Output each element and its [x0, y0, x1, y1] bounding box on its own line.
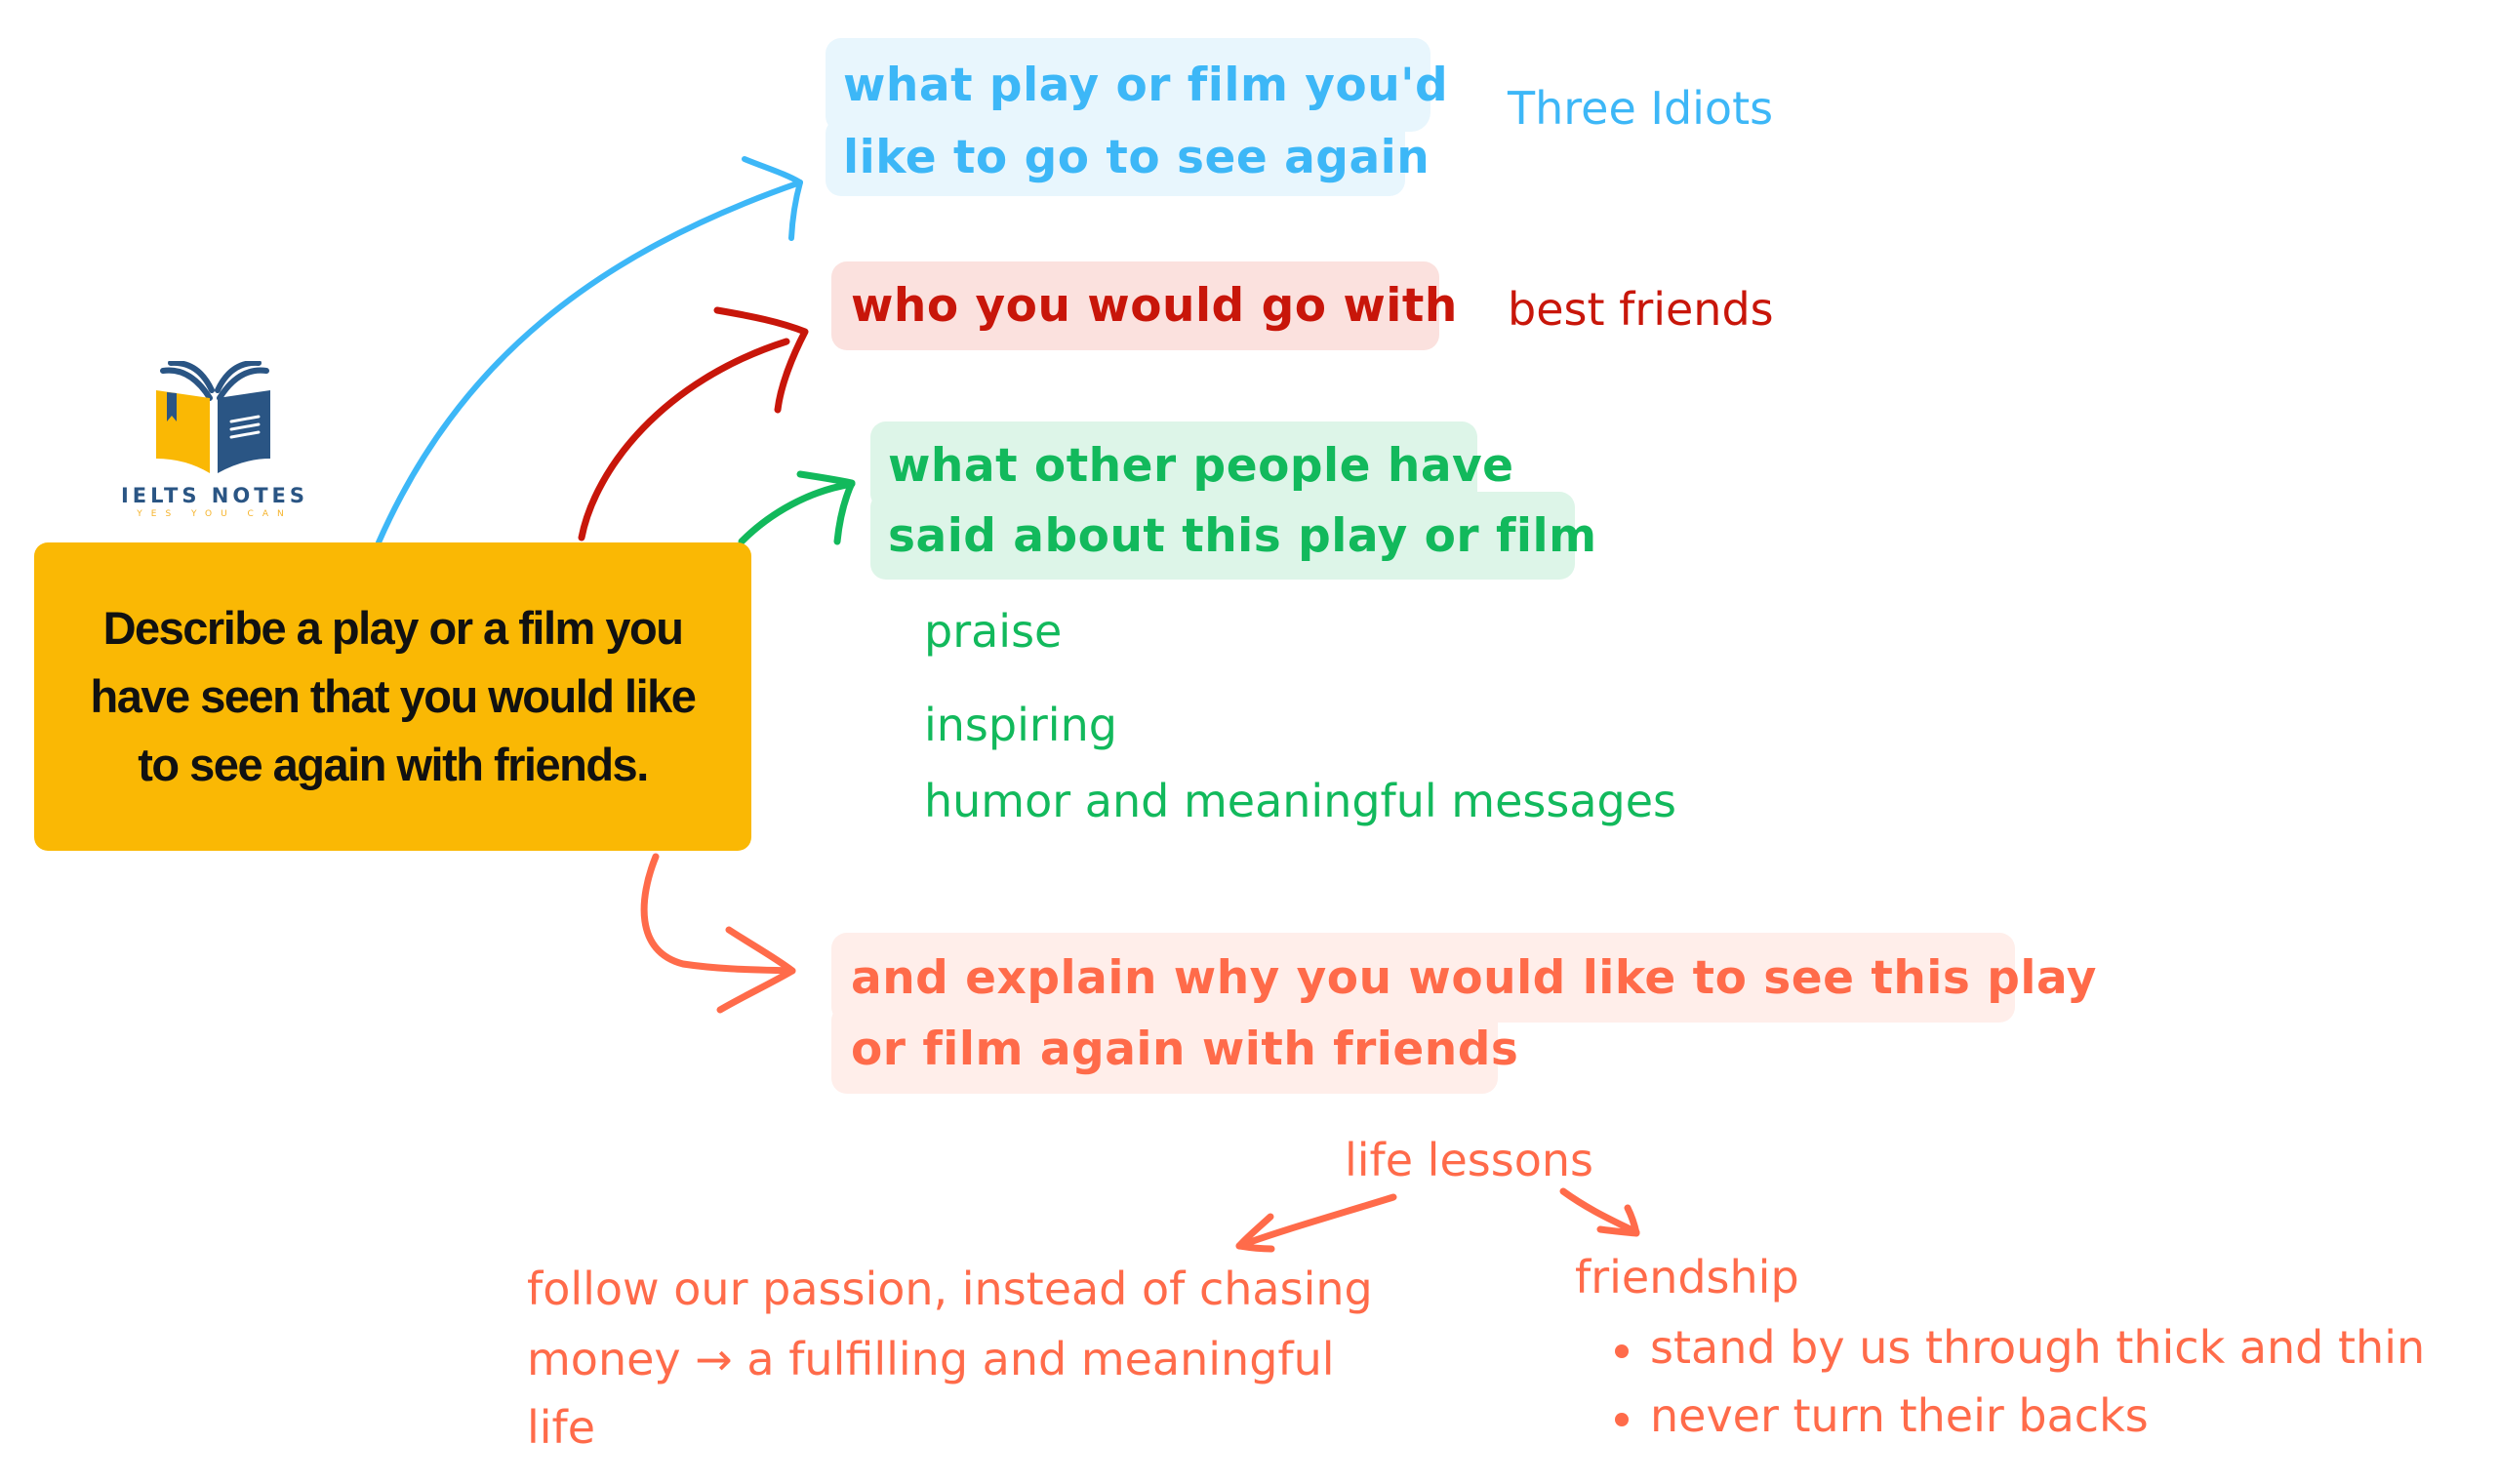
passion-line: life [527, 1401, 596, 1454]
answer-three-idiots: Three Idiots [1508, 82, 1774, 135]
central-prompt-card: Describe a play or a film you have seen … [34, 542, 751, 851]
question-line: who you would go with [831, 261, 1457, 350]
question-who: who you would go with [831, 261, 1457, 350]
answer-best-friends: best friends [1508, 283, 1774, 336]
life-lessons-right-arrow-icon [1559, 1187, 1640, 1237]
question-line: what play or film you'd [826, 38, 1448, 132]
logo-tagline: YES YOU CAN [137, 509, 293, 519]
sub-heading-friendship: friendship [1575, 1251, 1799, 1304]
green-arrow-icon [738, 470, 856, 545]
prompt-line: have seen that you would like [90, 670, 697, 722]
question-explain-why: and explain why you would like to see th… [831, 933, 2096, 1094]
question-line: said about this play or film [870, 492, 1596, 580]
logo-title: IELTS NOTES [120, 484, 309, 507]
prompt-line: to see again with friends. [138, 739, 649, 790]
ielts-notes-logo: IELTS NOTES YES YOU CAN [102, 361, 327, 522]
bullet-item: never turn their backs [1615, 1393, 2425, 1438]
question-line: or film again with friends [831, 1005, 1518, 1094]
bullet-dot-icon [1615, 1344, 1629, 1358]
prompt-line: Describe a play or a film you [102, 602, 684, 654]
red-arrow-icon [578, 306, 809, 541]
passion-line: money → a fulfilling and meaningful [527, 1333, 1335, 1385]
life-lesson-passion: follow our passion, instead of chasing m… [527, 1266, 1373, 1450]
sub-heading-life-lessons: life lessons [1345, 1134, 1593, 1186]
blue-arrow-icon [376, 156, 803, 545]
friendship-bullets: stand by us through thick and thin never… [1615, 1325, 2425, 1438]
open-book-icon [156, 361, 270, 473]
bullet-dot-icon [1615, 1412, 1629, 1426]
answer-inspiring: inspiring [924, 699, 1117, 751]
passion-line: follow our passion, instead of chasing [527, 1263, 1373, 1315]
question-line: like to go to see again [826, 118, 1430, 196]
bullet-item: stand by us through thick and thin [1615, 1325, 2425, 1393]
prompt-text: Describe a play or a film you have seen … [52, 594, 735, 799]
answer-humor: humor and meaningful messages [924, 775, 1676, 827]
question-what-play: what play or film you'd like to go to se… [826, 38, 1448, 196]
life-lessons-left-arrow-icon [1235, 1193, 1397, 1253]
orange-arrow-icon [640, 853, 796, 1014]
answer-praise: praise [924, 605, 1063, 658]
question-others-said: what other people have said about this p… [870, 421, 1596, 580]
